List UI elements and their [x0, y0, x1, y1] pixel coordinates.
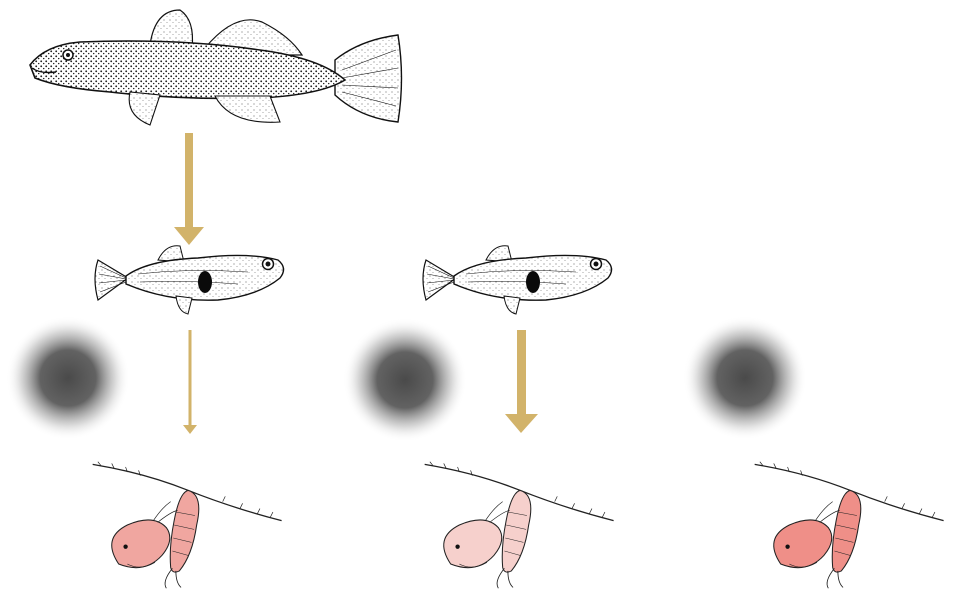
top-predator-fish — [30, 10, 402, 125]
zooplankton-3 — [755, 462, 944, 589]
zooplankton-1 — [93, 462, 282, 589]
mosquitofish-2 — [423, 246, 612, 314]
arrow-mosquitofish-to-zooplankton-2 — [505, 330, 538, 433]
phytoplankton-burst-2 — [343, 318, 467, 442]
phytoplankton-burst-1 — [6, 316, 130, 440]
zooplankton-2 — [425, 462, 614, 589]
arrow-predator-to-mosquitofish — [174, 133, 204, 245]
phytoplankton-burst-3 — [683, 316, 807, 440]
mosquitofish-1 — [95, 246, 284, 314]
arrow-mosquitofish-to-zooplankton-1 — [183, 330, 197, 434]
